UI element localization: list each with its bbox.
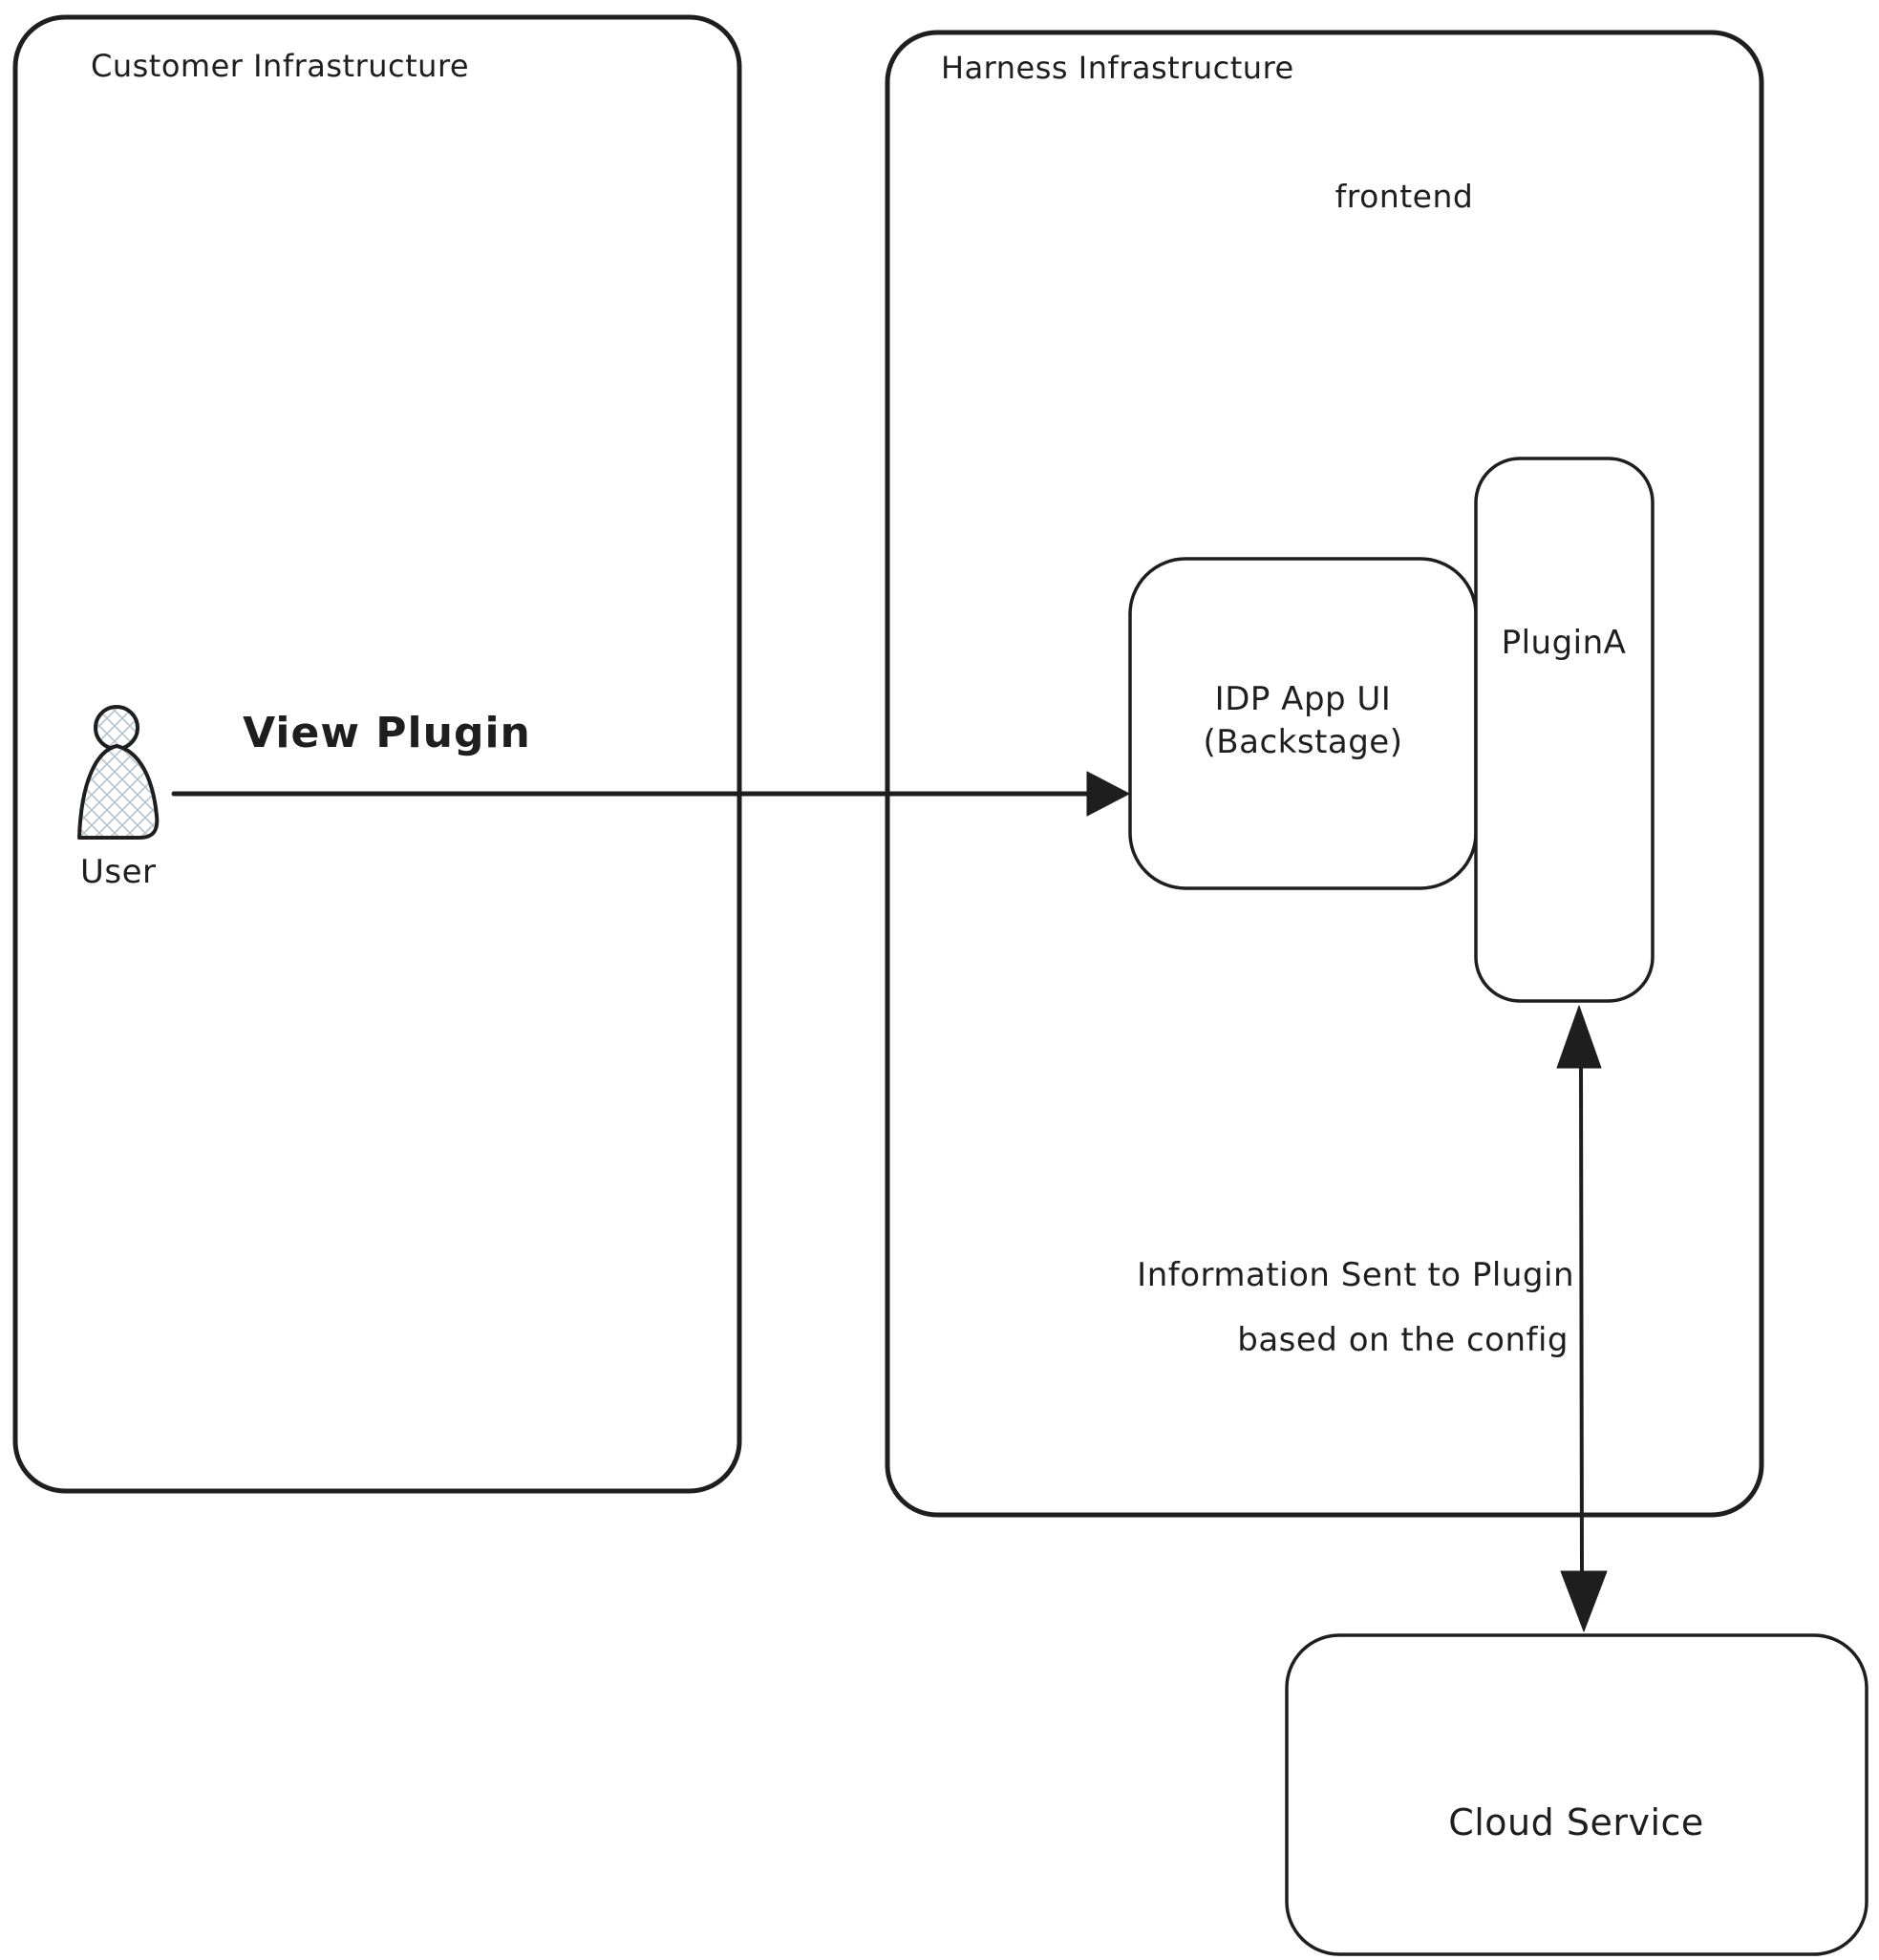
frontend-label: frontend — [1335, 178, 1474, 215]
harness-infrastructure-label: Harness Infrastructure — [941, 50, 1294, 86]
plugina-box — [1474, 457, 1655, 1003]
customer-infrastructure-label: Customer Infrastructure — [91, 48, 470, 84]
view-plugin-arrowhead — [1086, 771, 1130, 817]
plugin-cloud-arrow — [1556, 1005, 1608, 1632]
plugina-label: PluginA — [1501, 624, 1627, 662]
cloud-service-label: Cloud Service — [1448, 1801, 1704, 1843]
view-plugin-arrow — [171, 771, 1130, 817]
user-icon-body — [77, 744, 160, 841]
user-label: User — [80, 853, 157, 891]
view-plugin-arrow-label: View Plugin — [243, 709, 531, 757]
user-icon — [77, 705, 160, 841]
cloud-service-box — [1285, 1633, 1868, 1956]
user-icon-head — [94, 705, 139, 751]
idp-app-ui-label-line1: IDP App UI — [1214, 680, 1392, 718]
info-sent-label-line1: Information Sent to Plugin — [1137, 1256, 1574, 1294]
plugin-cloud-arrowhead-down — [1560, 1570, 1608, 1632]
customer-infrastructure-box — [12, 14, 742, 1494]
plugin-cloud-arrowhead-up — [1556, 1005, 1602, 1069]
idp-app-ui-label: IDP App UI (Backstage) — [1204, 678, 1403, 764]
info-sent-label-line2: based on the config — [1237, 1321, 1569, 1359]
idp-app-ui-label-line2: (Backstage) — [1203, 722, 1403, 761]
